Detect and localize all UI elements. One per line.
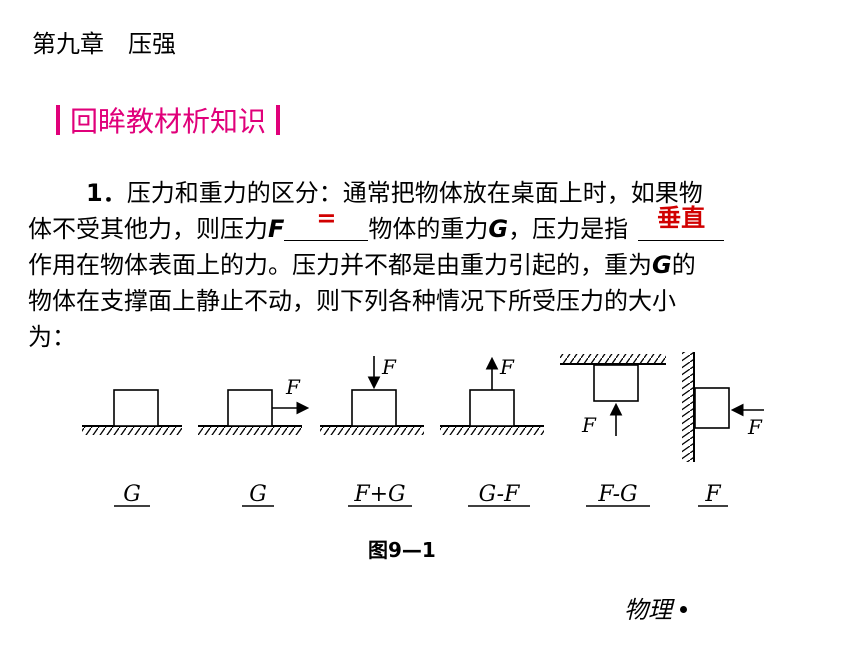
answer-1: = <box>316 204 337 232</box>
section-left-bar <box>56 105 60 135</box>
case-3-diagram: F <box>320 355 424 435</box>
section-right-bar <box>276 105 281 135</box>
para-line-2c: ，压力是指 <box>508 215 629 243</box>
para-line-5: 为： <box>28 323 76 351</box>
answer-blank-2: 垂直 <box>638 204 725 241</box>
case-6-diagram: F <box>682 352 764 462</box>
symbol-G-2: G <box>652 251 672 279</box>
case-2-diagram: F <box>198 375 310 435</box>
section-title: 回眸教材析知识 <box>46 100 290 140</box>
symbol-G: G <box>488 215 509 243</box>
para-line-2a: 体不受其他力，则压力 <box>28 215 268 243</box>
answer-label-5: F-G <box>597 482 637 507</box>
answer-label-2: G <box>249 482 267 507</box>
case-1-diagram <box>82 389 182 435</box>
para-line-1: 压力和重力的区分：通常把物体放在桌面上时，如果物 <box>126 179 703 207</box>
force-label: F <box>381 355 397 379</box>
force-label: F <box>285 375 301 399</box>
question-paragraph: 1．压力和重力的区分：通常把物体放在桌面上时，如果物 体不受其他力，则压力F = 物… <box>28 175 838 355</box>
answer-label-1: G <box>123 482 141 507</box>
answer-blank-1: = <box>284 204 369 241</box>
case-5-diagram: F <box>560 354 666 437</box>
para-line-3: 作用在物体表面上的力。压力并不都是由重力引起的，重为 <box>28 251 652 279</box>
answer-2: 垂直 <box>657 204 706 232</box>
footer-text: 物理 <box>624 596 672 624</box>
para-line-4: 物体在支撑面上静止不动，则下列各种情况下所受压力的大小 <box>28 287 676 315</box>
answer-label-6: F <box>704 482 721 507</box>
symbol-F: F <box>268 215 285 243</box>
question-number: 1． <box>86 179 127 207</box>
force-diagrams: F F F F F G G F+G G-F <box>82 352 764 507</box>
force-label: F <box>499 355 515 379</box>
footer-dot <box>680 606 687 613</box>
footer-subject: 物理 <box>624 590 687 625</box>
para-line-2b: 物体的重力 <box>368 215 489 243</box>
answer-label-4: G-F <box>479 482 520 507</box>
force-label: F <box>747 415 763 439</box>
answer-labels: G G F+G G-F F-G F <box>114 482 728 507</box>
case-4-diagram: F <box>440 355 544 435</box>
para-line-3b: 的 <box>671 251 696 279</box>
chapter-title: 第九章 压强 <box>32 30 176 58</box>
section-title-text: 回眸教材析知识 <box>70 105 267 138</box>
answer-label-3: F+G <box>353 482 405 507</box>
force-label: F <box>581 413 597 437</box>
figure-caption: 图9—1 <box>368 538 436 562</box>
